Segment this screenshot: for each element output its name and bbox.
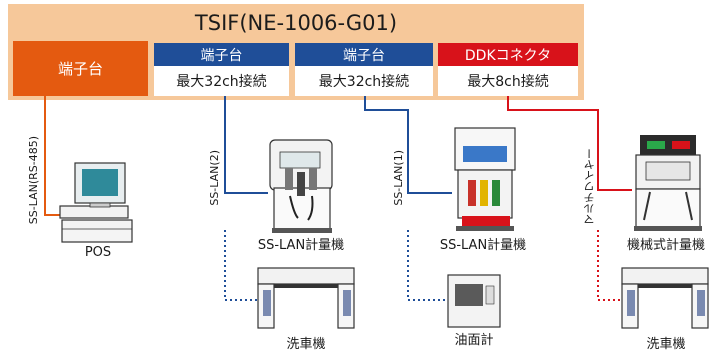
tank-gauge-icon xyxy=(447,274,501,328)
dispenser-1-label: SS-LAN計量機 xyxy=(439,238,527,253)
lan1-dotted-line xyxy=(407,230,445,301)
terminal-ddk-capacity: 最大8ch接続 xyxy=(467,74,549,90)
tsif-title: TSIF(NE-1006-G01) xyxy=(194,11,398,35)
multiwire-dotted-line xyxy=(597,230,622,301)
lan1-line-label: SS-LAN(1) xyxy=(392,150,405,206)
pos-terminal-icon xyxy=(59,162,133,243)
terminal-lan1-head: 端子台 xyxy=(295,43,433,66)
terminal-lan1-capacity: 最大32ch接続 xyxy=(318,74,410,90)
carwash-2-label: 洗車機 xyxy=(646,337,686,352)
carwash-1-label: 洗車機 xyxy=(286,337,326,352)
dispenser-2-label: SS-LAN計量機 xyxy=(257,238,345,253)
lan2-line-label: SS-LAN(2) xyxy=(208,150,221,206)
pos-label: POS xyxy=(84,245,112,260)
pos-line-label: SS-LAN(RS-485) xyxy=(27,136,40,225)
tank-gauge-label: 油面計 xyxy=(454,333,494,348)
terminal-lan2-body: 最大32ch接続 xyxy=(154,66,289,96)
mechanical-dispenser-icon xyxy=(634,135,702,231)
multiwire-line-label: マルチワイヤー xyxy=(583,148,596,225)
terminal-lan1-body: 最大32ch接続 xyxy=(295,66,433,96)
terminal-ddk-head-label: DDKコネクタ xyxy=(464,47,552,64)
multiwire-connection-line xyxy=(507,96,632,191)
pos-connection-line xyxy=(44,96,60,216)
lan1-connection-line xyxy=(364,96,452,194)
terminal-pos: 端子台 xyxy=(13,41,148,96)
terminal-lan2-capacity: 最大32ch接続 xyxy=(176,74,267,90)
terminal-pos-label: 端子台 xyxy=(57,60,103,78)
mechanical-dispenser-label: 機械式計量機 xyxy=(626,238,705,253)
ss-lan-dispenser-2-icon xyxy=(269,139,333,233)
terminal-lan2-head-label: 端子台 xyxy=(200,47,243,64)
terminal-lan2-head: 端子台 xyxy=(154,43,289,66)
lan2-dotted-line xyxy=(224,230,262,301)
terminal-ddk-body: 最大8ch接続 xyxy=(438,66,578,96)
carwash-2-icon xyxy=(621,267,709,329)
carwash-1-icon xyxy=(257,267,355,329)
terminal-lan1-head-label: 端子台 xyxy=(343,47,385,64)
lan2-connection-line xyxy=(224,96,268,194)
ss-lan-dispenser-1-icon xyxy=(454,127,516,231)
terminal-ddk-head: DDKコネクタ xyxy=(438,43,578,66)
